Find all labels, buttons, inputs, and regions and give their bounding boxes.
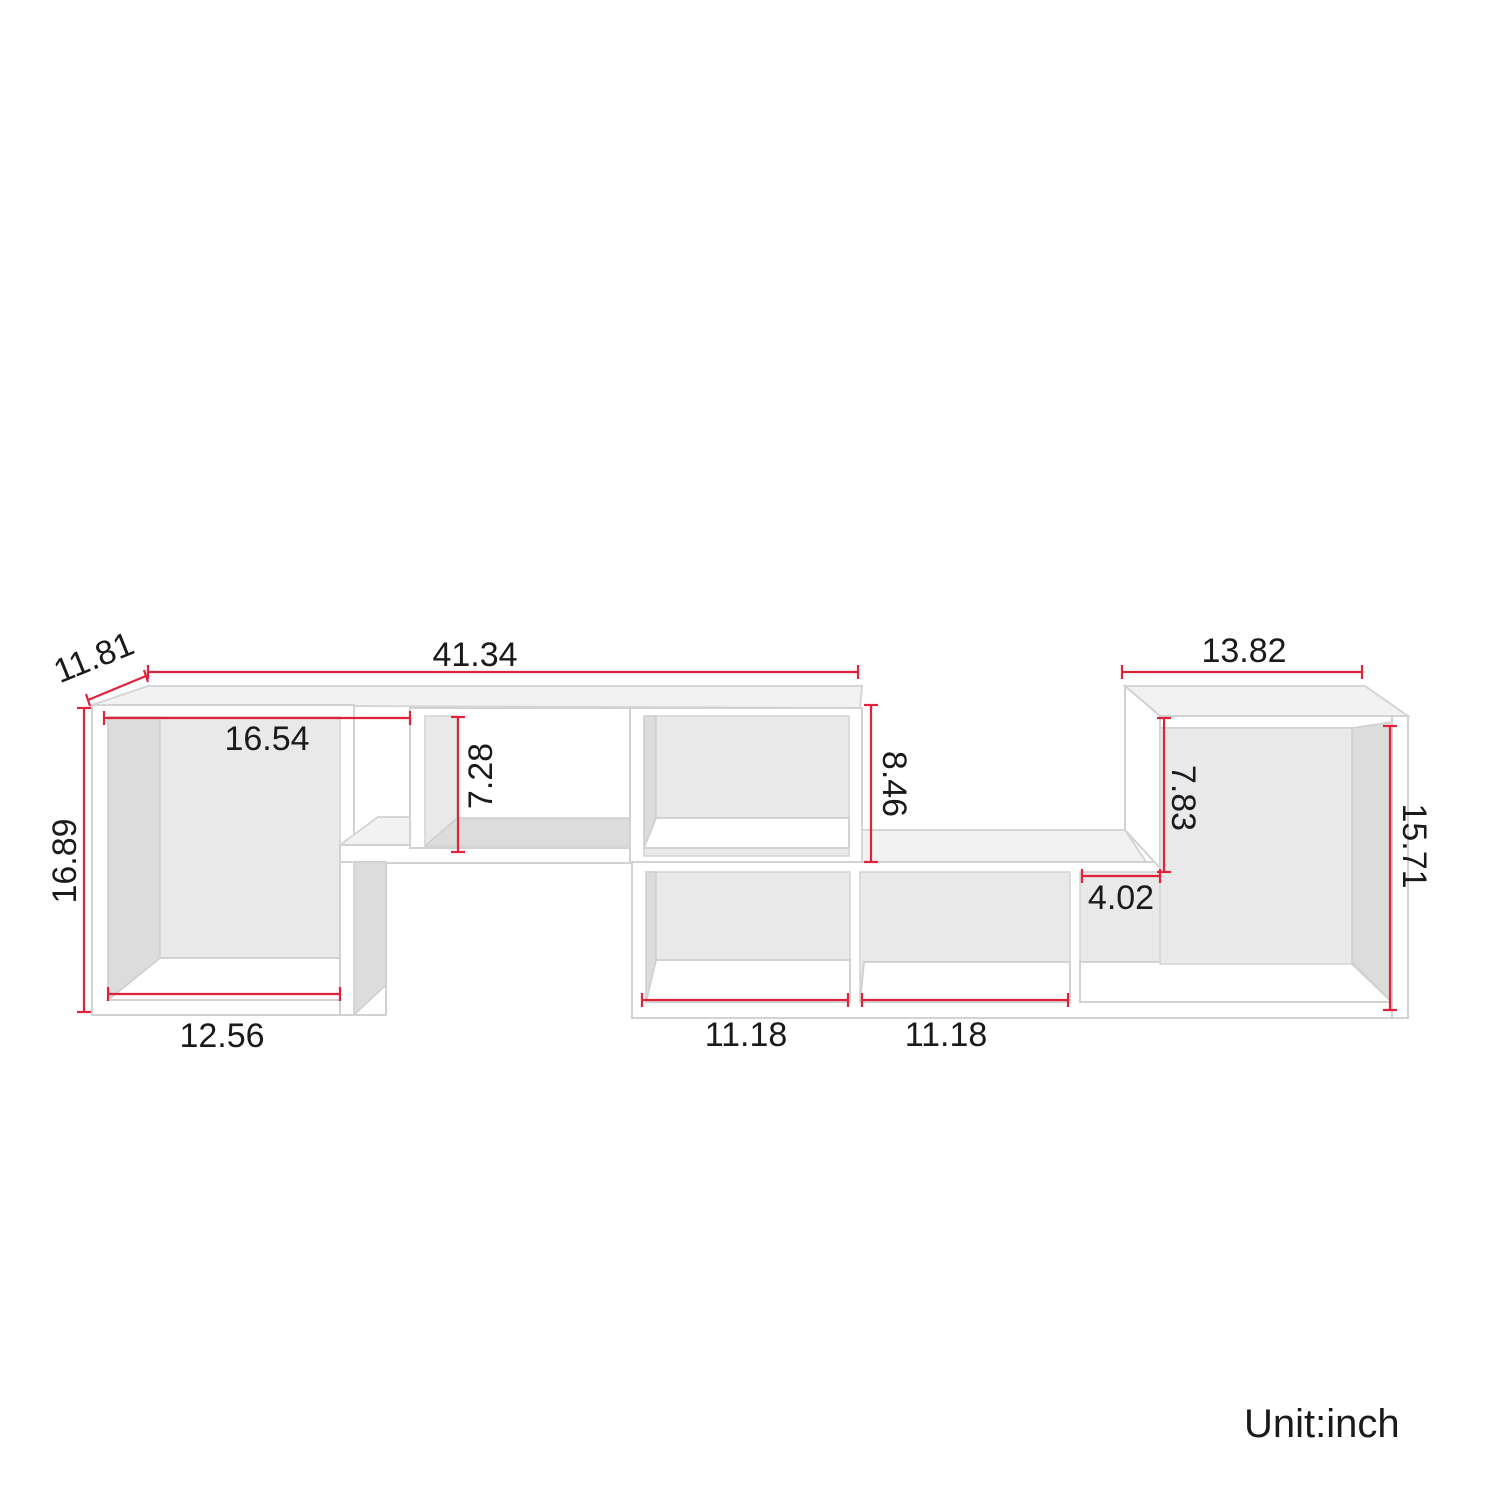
depth-label: 11.81 — [48, 625, 139, 691]
right-unit-back — [1159, 727, 1353, 965]
right-step-height-label: 7.83 — [1164, 765, 1202, 831]
lower-cube-2-floor — [858, 961, 1071, 1003]
lower-cube-3-floor — [1079, 961, 1395, 1003]
measurement-lines — [77, 665, 1397, 1014]
right-width-label: 13.82 — [1201, 632, 1286, 670]
upper-cube-height-label: 8.46 — [875, 751, 913, 817]
right-unit-right-edge — [1391, 715, 1409, 1019]
left-bottom-width-label: 12.56 — [179, 1017, 264, 1055]
left-height-label: 16.89 — [46, 818, 84, 903]
step-offset-label: 4.02 — [1088, 879, 1154, 917]
upper-small-cube-floor — [423, 817, 631, 847]
left-lower-leg-side — [353, 861, 387, 1017]
right-unit-top — [1122, 685, 1412, 717]
lower-cube-2-width-label: 11.18 — [905, 1016, 988, 1054]
left-cube-width-label: 16.54 — [224, 720, 309, 758]
upper-right-cube-floor — [642, 817, 850, 849]
small-cube-height-label: 7.28 — [462, 743, 500, 809]
right-shelf-unit — [631, 683, 1412, 1019]
lower-cube-1-width-label: 11.18 — [705, 1016, 788, 1054]
total-width-label: 41.34 — [432, 636, 517, 674]
left-cube-side — [107, 716, 161, 1002]
right-height-label: 15.71 — [1395, 803, 1433, 888]
unit-label: Unit:inch — [1244, 1402, 1400, 1446]
right-unit-inner-side — [1351, 721, 1393, 1004]
left-shelf-unit — [91, 685, 864, 1017]
depth-measure-line — [87, 674, 147, 702]
lower-cube-1-floor — [644, 959, 851, 1003]
